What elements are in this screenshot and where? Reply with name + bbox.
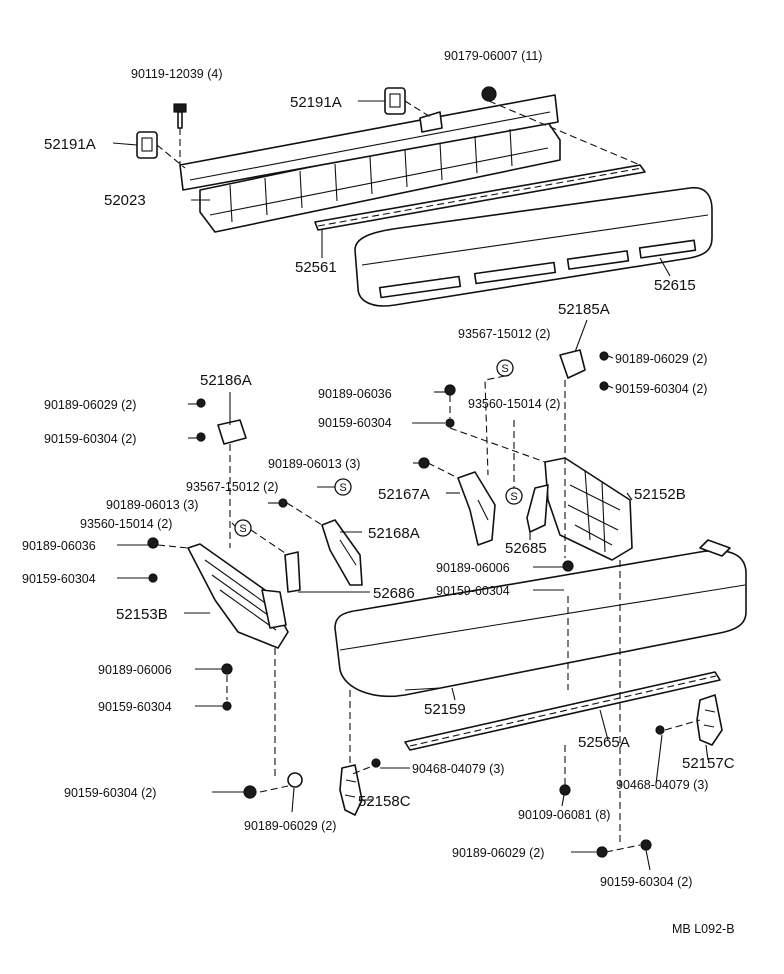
label-52153b: 52153B bbox=[116, 606, 168, 623]
part-52167a-bracket bbox=[457, 471, 496, 546]
label-90159-60304-c: 90159-60304 (2) bbox=[44, 432, 136, 446]
part-52191a-right bbox=[384, 87, 406, 115]
label-90468-04079-b: 90468-04079 (3) bbox=[616, 778, 708, 792]
part-52023-rail bbox=[179, 94, 561, 233]
label-52191a-left: 52191A bbox=[44, 136, 96, 153]
label-52158c: 52158C bbox=[358, 793, 411, 810]
label-93560-15014-a: 93560-15014 (2) bbox=[468, 397, 560, 411]
label-52023: 52023 bbox=[104, 192, 146, 209]
label-90189-06036-b: 90189-06036 bbox=[22, 539, 96, 553]
label-52565a: 52565A bbox=[578, 734, 630, 751]
label-52157c: 52157C bbox=[682, 755, 735, 772]
label-52185a: 52185A bbox=[558, 301, 610, 318]
part-52157c-bracket bbox=[696, 694, 723, 746]
label-90159-60304-f: 90159-60304 bbox=[98, 700, 172, 714]
symbol-s-3: S bbox=[505, 487, 523, 505]
label-90189-06036-a: 90189-06036 bbox=[318, 387, 392, 401]
part-52685-bracket bbox=[526, 484, 549, 533]
label-52186a: 52186A bbox=[200, 372, 252, 389]
label-90159-60304-a: 90159-60304 (2) bbox=[615, 382, 707, 396]
label-90189-06013-a: 90189-06013 (3) bbox=[268, 457, 360, 471]
part-52185a-bracket bbox=[559, 349, 609, 391]
label-90189-06013-b: 90189-06013 (3) bbox=[106, 498, 198, 512]
part-52152b-retainer bbox=[544, 457, 633, 561]
label-90189-06029-b: 90189-06029 (2) bbox=[44, 398, 136, 412]
svg-text:S: S bbox=[501, 363, 508, 375]
part-52615-cover bbox=[354, 186, 713, 307]
label-90159-60304-b: 90159-60304 bbox=[318, 416, 392, 430]
part-52561-molding bbox=[314, 164, 646, 231]
leader-lines bbox=[112, 100, 709, 871]
label-52191a-upper: 52191A bbox=[290, 94, 342, 111]
label-90159-60304-e: 90159-60304 bbox=[436, 584, 510, 598]
label-52685: 52685 bbox=[505, 540, 547, 557]
svg-text:S: S bbox=[510, 491, 517, 503]
label-90189-06029-d: 90189-06029 (2) bbox=[452, 846, 544, 860]
label-93567-15012-a: 93567-15012 (2) bbox=[458, 327, 550, 341]
label-93560-15014-b: 93560-15014 (2) bbox=[80, 517, 172, 531]
figure-code: MB L092-B bbox=[672, 922, 735, 936]
callout-labels: 90119-12039 (4) 52191A 90179-06007 (11) … bbox=[22, 49, 735, 889]
label-90159-60304-g: 90159-60304 (2) bbox=[64, 786, 156, 800]
symbol-s-1: S bbox=[496, 359, 514, 377]
part-52686-bracket bbox=[284, 551, 301, 593]
part-52191a-left bbox=[136, 131, 158, 159]
label-52561: 52561 bbox=[295, 259, 337, 276]
label-90119-12039: 90119-12039 (4) bbox=[131, 67, 223, 81]
assembly-dashed-lines bbox=[156, 100, 701, 853]
label-90189-06029-c: 90189-06029 (2) bbox=[244, 819, 336, 833]
part-52186a-bracket bbox=[196, 398, 247, 445]
bolt-90119 bbox=[173, 103, 187, 129]
label-90159-60304-d: 90159-60304 bbox=[22, 572, 96, 586]
label-90109-06081: 90109-06081 (8) bbox=[518, 808, 610, 822]
part-52168a-bracket bbox=[321, 519, 363, 586]
label-52686: 52686 bbox=[373, 585, 415, 602]
part-52153b-extension bbox=[187, 543, 289, 649]
symbol-s-4: S bbox=[234, 519, 252, 537]
label-90189-06029-a: 90189-06029 (2) bbox=[615, 352, 707, 366]
symbol-s-2: S bbox=[334, 478, 352, 496]
label-52159: 52159 bbox=[424, 701, 466, 718]
part-52159-cover bbox=[334, 539, 747, 698]
clip-90179 bbox=[481, 86, 497, 102]
label-52167a: 52167A bbox=[378, 486, 430, 503]
label-90189-06006-a: 90189-06006 bbox=[436, 561, 510, 575]
svg-text:S: S bbox=[239, 523, 246, 535]
part-52158c-bracket bbox=[339, 764, 363, 816]
label-93567-15012-b: 93567-15012 (2) bbox=[186, 480, 278, 494]
label-90179-06007: 90179-06007 (11) bbox=[444, 49, 542, 63]
part-52565a-strip bbox=[404, 671, 721, 751]
label-90159-60304-h: 90159-60304 (2) bbox=[600, 875, 692, 889]
label-90189-06006-b: 90189-06006 bbox=[98, 663, 172, 677]
label-52168a: 52168A bbox=[368, 525, 420, 542]
svg-text:S: S bbox=[339, 482, 346, 494]
label-52152b: 52152B bbox=[634, 486, 686, 503]
label-90468-04079-a: 90468-04079 (3) bbox=[412, 762, 504, 776]
label-52615: 52615 bbox=[654, 277, 696, 294]
